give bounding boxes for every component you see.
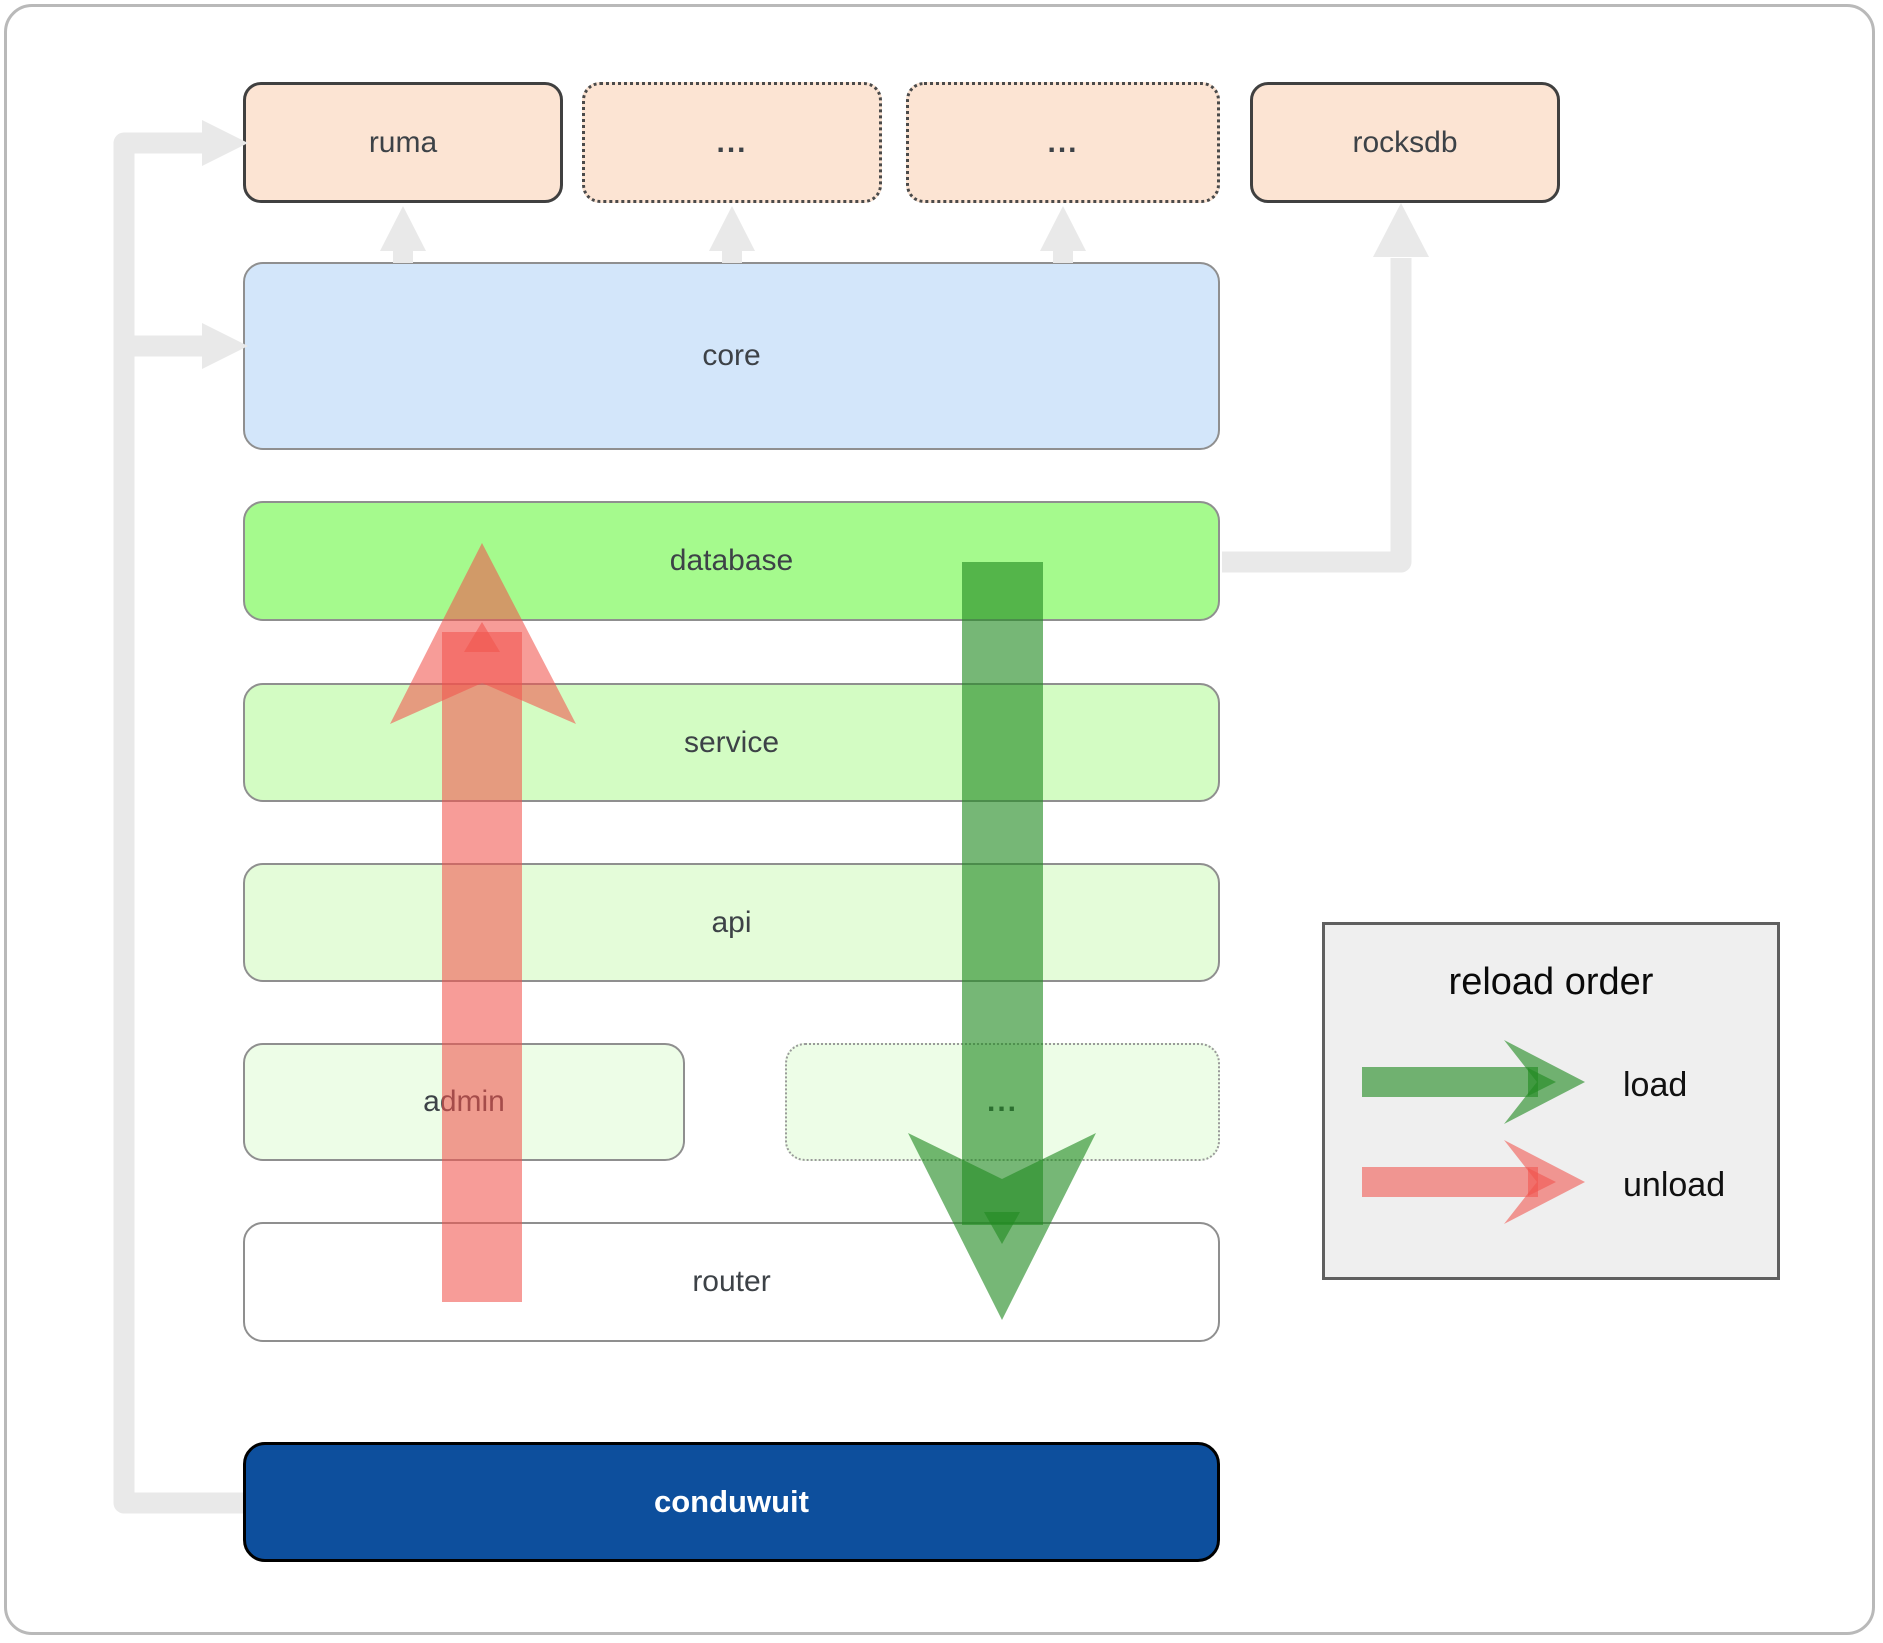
legend-title: reload order xyxy=(1448,961,1654,1003)
box-admin: admin xyxy=(243,1043,685,1161)
box-conduwuit-label: conduwuit xyxy=(654,1484,809,1519)
box-api: api xyxy=(243,863,1220,982)
box-crate-ellipsis-2: ... xyxy=(906,82,1220,203)
box-router-label: router xyxy=(692,1265,771,1298)
box-database-label: database xyxy=(669,544,794,577)
box-conduwuit: conduwuit xyxy=(243,1442,1220,1562)
box-router: router xyxy=(243,1222,1220,1342)
box-core: core xyxy=(243,262,1220,450)
box-service: service xyxy=(243,683,1220,802)
legend-load-label: load xyxy=(1623,1066,1688,1104)
box-admin-label: admin xyxy=(423,1085,505,1118)
box-rocksdb-label: rocksdb xyxy=(1352,125,1458,159)
box-database: database xyxy=(243,501,1220,621)
legend-unload-label: unload xyxy=(1623,1166,1726,1204)
box-ruma: ruma xyxy=(243,82,563,203)
box-service-ellipsis: ... xyxy=(785,1043,1220,1161)
box-crate-ellipsis-1: ... xyxy=(582,82,882,203)
box-service-ellipsis-label: ... xyxy=(986,1085,1018,1118)
diagram-frame xyxy=(4,4,1875,1635)
box-crate-ellipsis-1-label: ... xyxy=(716,125,748,159)
box-ruma-label: ruma xyxy=(368,125,438,159)
legend-reload-order: reload order load unload xyxy=(1322,922,1780,1280)
box-api-label: api xyxy=(711,905,752,939)
box-rocksdb: rocksdb xyxy=(1250,82,1560,203)
box-crate-ellipsis-2-label: ... xyxy=(1047,125,1079,159)
box-service-label: service xyxy=(683,725,780,759)
box-core-label: core xyxy=(702,339,761,372)
